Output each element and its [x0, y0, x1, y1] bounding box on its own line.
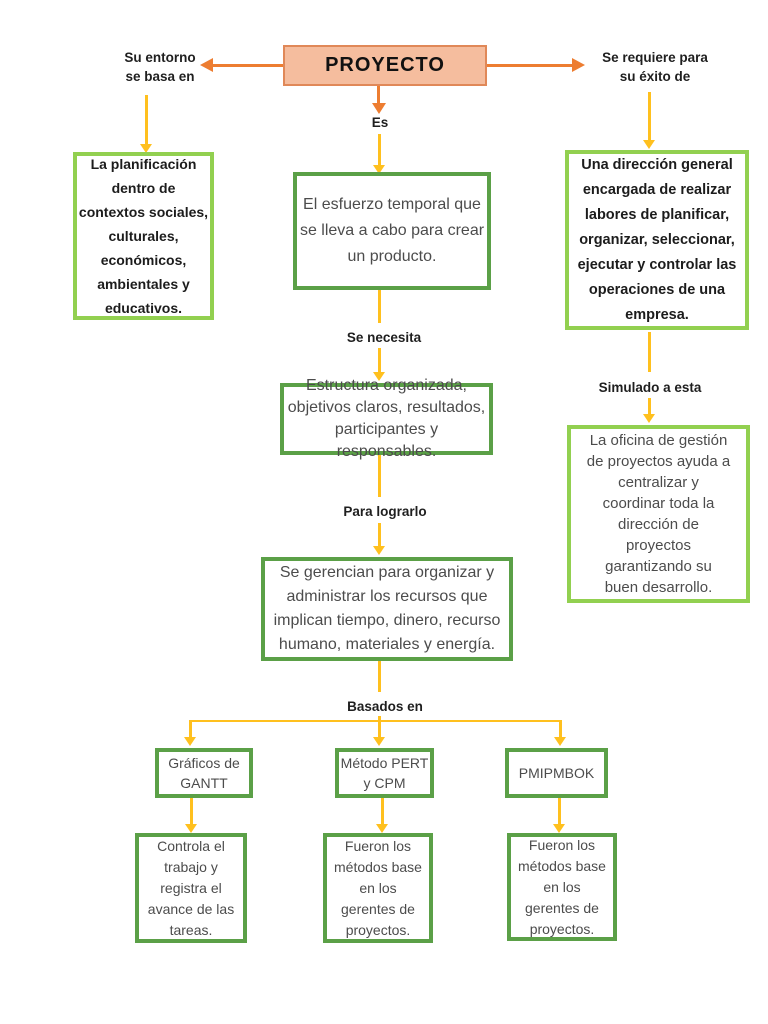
connector-pmbok-down — [558, 798, 561, 824]
connector-branch-right — [559, 720, 562, 737]
connector-basados-down — [378, 716, 381, 721]
connector-simulado-down — [648, 398, 651, 414]
connector-exito-down — [648, 92, 651, 140]
connector-gantt-down — [190, 798, 193, 824]
node-proyecto: PROYECTO — [283, 45, 487, 86]
node-estructura: Estructura organizada, objetivos claros,… — [280, 377, 493, 460]
node-gerencian: Se gerencian para organizar y administra… — [261, 557, 513, 661]
arrowhead-branch-center-icon — [373, 737, 385, 746]
arrowhead-gantt-icon — [185, 824, 197, 833]
node-controla: Controla el trabajo y registra el avance… — [135, 833, 247, 943]
arrowhead-necesita-icon — [373, 372, 385, 381]
connector-lograrlo-down — [378, 523, 381, 546]
connector-proyecto-right — [487, 64, 572, 67]
arrowhead-exito-icon — [643, 140, 655, 149]
label-se-necesita: Se necesita — [346, 330, 422, 345]
node-pmbok: PMIPMBOK — [505, 748, 608, 798]
label-basados-en: Basados en — [347, 699, 423, 714]
label-su-entorno: Su entorno se basa en — [124, 50, 196, 84]
node-fueron-pmbok: Fueron los métodos base en los gerentes … — [507, 833, 617, 941]
arrowhead-branch-right-icon — [554, 737, 566, 746]
connector-es-down — [378, 134, 381, 165]
arrowhead-down-icon — [372, 103, 386, 114]
connector-direccion-down — [648, 332, 651, 372]
arrowhead-lograrlo-icon — [373, 546, 385, 555]
node-oficina: La oficina de gestión de proyectos ayuda… — [567, 425, 750, 603]
node-pert: Método PERT y CPM — [335, 748, 434, 798]
arrowhead-branch-left-icon — [184, 737, 196, 746]
connector-pert-down — [381, 798, 384, 824]
connector-entorno-down — [145, 95, 148, 144]
label-es: Es — [371, 115, 389, 130]
arrowhead-simulado-icon — [643, 414, 655, 423]
node-fueron-pert: Fueron los métodos base en los gerentes … — [323, 833, 433, 943]
node-planificacion: La planificación dentro de contextos soc… — [73, 152, 214, 320]
arrowhead-pert-icon — [376, 824, 388, 833]
arrowhead-pmbok-icon — [553, 824, 565, 833]
connector-esfuerzo-down — [378, 290, 381, 323]
connector-branch-center — [378, 720, 381, 737]
connector-gerencian-down — [378, 661, 381, 692]
connector-necesita-down — [378, 348, 381, 372]
label-simulado: Simulado a esta — [598, 380, 702, 395]
connector-proyecto-down — [377, 86, 380, 103]
connector-branch-left — [189, 720, 192, 737]
label-se-requiere: Se requiere para su éxito de — [602, 50, 708, 84]
arrowhead-right-icon — [572, 58, 585, 72]
connector-estructura-down — [378, 455, 381, 497]
node-esfuerzo: El esfuerzo temporal que se lleva a cabo… — [293, 172, 491, 290]
arrowhead-entorno-icon — [140, 144, 152, 153]
node-direccion: Una dirección general encargada de reali… — [565, 150, 749, 330]
arrowhead-es-icon — [373, 165, 385, 174]
arrowhead-left-icon — [200, 58, 213, 72]
connector-branch-horizontal — [189, 720, 561, 722]
connector-proyecto-left — [212, 64, 283, 67]
node-gantt: Gráficos de GANTT — [155, 748, 253, 798]
label-para-lograrlo: Para lograrlo — [343, 504, 427, 519]
